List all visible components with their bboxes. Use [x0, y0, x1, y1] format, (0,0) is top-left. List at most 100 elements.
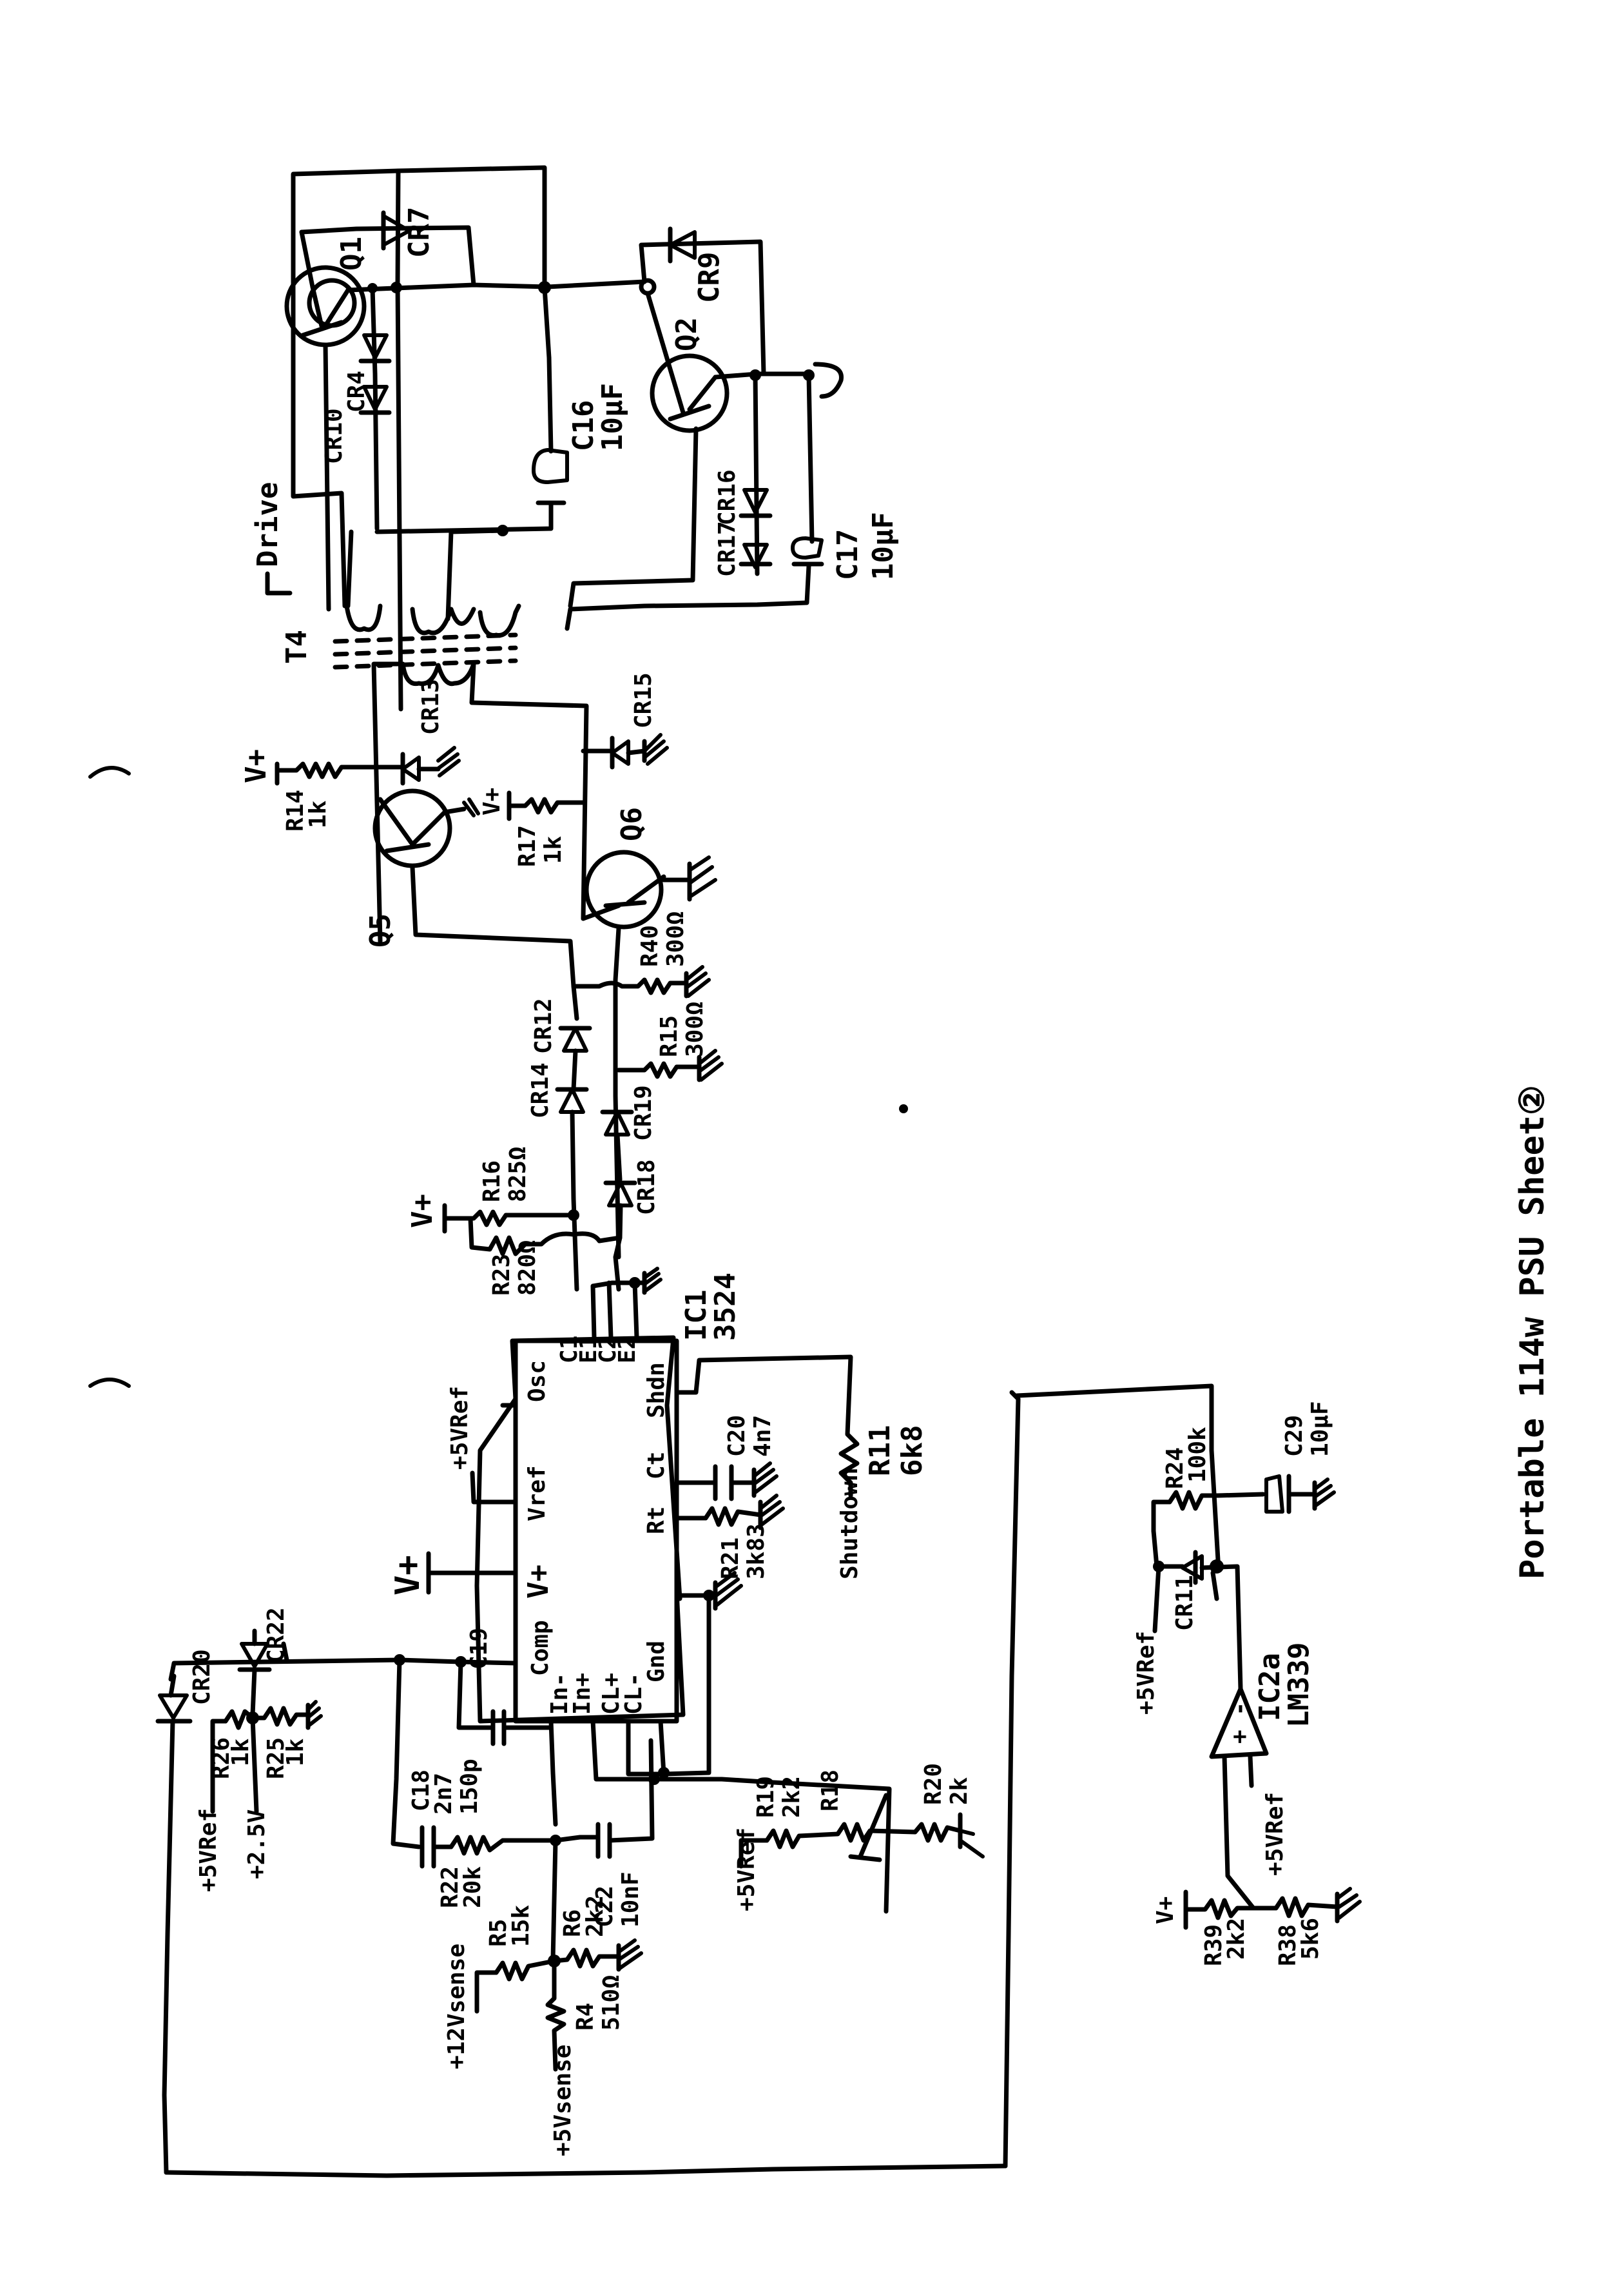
label-r5-value: 15k	[508, 1905, 534, 1947]
ground-symbol	[758, 1494, 785, 1530]
label-r19-value: 2k2	[778, 1776, 805, 1818]
label-c16-ref: C16	[567, 400, 600, 451]
transistor-q6	[581, 850, 717, 930]
junction-dot	[648, 1773, 660, 1785]
wire	[626, 1719, 666, 1777]
transformer-t4: T4	[280, 630, 518, 687]
diode-cr18	[603, 1180, 637, 1207]
wire	[753, 373, 760, 576]
wire	[570, 1109, 579, 1292]
ground-symbol	[751, 1461, 778, 1498]
label-r38-value: 5k6	[1297, 1918, 1324, 1960]
ic1-pin-e2: E2	[614, 1336, 641, 1363]
transistor-q2	[645, 291, 730, 433]
ic1-pin-ct: Ct	[643, 1452, 670, 1479]
label-r21-value: 3k83	[743, 1523, 769, 1579]
shutdown-loop	[164, 1383, 1214, 2178]
label-r23-ref: R23	[488, 1254, 515, 1296]
label-c17-value: 10μF	[867, 512, 900, 580]
diode-cr4	[358, 333, 392, 364]
pot-wiper-r18	[858, 1793, 889, 1859]
wire	[590, 1283, 597, 1340]
label-r17-ref: R17	[514, 825, 541, 867]
wire	[1014, 1383, 1214, 1453]
label-c19-value: 150p	[456, 1759, 483, 1815]
resistor-r25	[250, 1706, 309, 1727]
wire	[571, 984, 579, 1021]
label-c29-ref: C29	[1281, 1415, 1308, 1457]
capacitor-c17	[791, 536, 824, 567]
label-r19-5vref: +5VRef	[733, 1828, 760, 1911]
reference-divider: CR20 CR22 R26 1k R25 1k +5VRef +2.5V	[155, 1607, 323, 2175]
wire	[568, 426, 699, 609]
wire	[632, 1280, 639, 1340]
label-r21-ref: R21	[717, 1537, 744, 1579]
resistor-r15	[616, 1061, 702, 1079]
label-r15-ref: R15	[656, 1015, 682, 1057]
label-r24-value: 100k	[1184, 1427, 1211, 1483]
ic1-pin-in-plus: In+	[569, 1673, 595, 1715]
label-ic1-ref: IC1	[680, 1290, 713, 1341]
ic1-pin-e1: E1	[575, 1336, 602, 1363]
label-cr7: CR7	[403, 207, 436, 258]
winding	[344, 603, 383, 632]
resistor-r19-r18-r20	[739, 1822, 963, 1869]
comparator-symbol	[1209, 1686, 1269, 1759]
capacitor-c29	[1264, 1474, 1336, 1514]
wire	[613, 1203, 623, 1292]
transistor-q5	[372, 788, 480, 868]
ic1-pin-rt: Rt	[643, 1507, 670, 1534]
label-5vsense: +5Vsense	[550, 2045, 576, 2156]
junction-dot	[1210, 1559, 1224, 1574]
wire	[470, 1470, 518, 1505]
wire	[456, 1659, 494, 1730]
wire	[323, 342, 331, 612]
resistor-r16	[442, 1209, 576, 1227]
resistor-r26	[210, 1709, 255, 1814]
label-r39-value: 2k2	[1223, 1918, 1250, 1960]
winding	[478, 603, 521, 638]
ground-symbol	[642, 1267, 662, 1295]
label-cr22: CR22	[263, 1607, 289, 1663]
label-r26-value: 1k	[227, 1738, 254, 1766]
scan-mark	[88, 1378, 131, 1388]
label-r38-ref: R38	[1275, 1924, 1301, 1966]
label-ic1-value: 3524	[709, 1273, 742, 1341]
label-cr19: CR19	[630, 1085, 657, 1141]
winding	[410, 607, 476, 636]
wire	[1003, 1390, 1021, 2169]
label-ic2a-value: LM339	[1282, 1643, 1315, 1728]
label-r4-value: 510Ω	[598, 1975, 624, 2031]
label-r20-ref: R20	[920, 1763, 947, 1805]
wire	[1248, 1754, 1254, 1788]
wire	[371, 661, 405, 944]
wire	[395, 165, 547, 290]
label-r39-ref: R39	[1201, 1924, 1227, 1966]
diode-cr15	[610, 736, 647, 770]
junction-dot	[568, 1209, 579, 1221]
resistor-r39	[1183, 1898, 1256, 1920]
label-r16-ref: R16	[479, 1160, 505, 1202]
wire	[639, 239, 766, 376]
wire	[291, 387, 347, 609]
label-r6-ref: R6	[559, 1909, 586, 1937]
wire	[1199, 1564, 1243, 1692]
label-cr15: CR15	[630, 672, 657, 728]
label-r11-value: 6k8	[896, 1425, 929, 1476]
ic1-body	[474, 1335, 686, 1724]
label-r15-value: 300Ω	[682, 1001, 708, 1057]
ic1-pin-comp: Comp	[527, 1620, 554, 1676]
label-r17-value: 1k	[540, 835, 566, 864]
wire	[553, 1835, 599, 1843]
wire	[162, 1719, 175, 2175]
label-r20-value: 2k	[946, 1777, 972, 1805]
label-r24-ref: R24	[1162, 1447, 1188, 1489]
resistor-r23	[468, 1216, 623, 1256]
ic1-pin-c2: C2	[595, 1336, 621, 1363]
diode-chain: CR12 CR14 R15 300Ω CR19 CR18	[406, 984, 742, 1341]
wire	[410, 864, 576, 989]
error-amp-network: C19 C18 2n7 150p R22 20k C22 10nF R5 15k…	[168, 1628, 985, 2156]
ic1-pin-shutdown: Shdn	[643, 1362, 670, 1418]
label-c16-value: 10μF	[596, 383, 629, 451]
label-c22-ref: C22	[592, 1886, 618, 1927]
